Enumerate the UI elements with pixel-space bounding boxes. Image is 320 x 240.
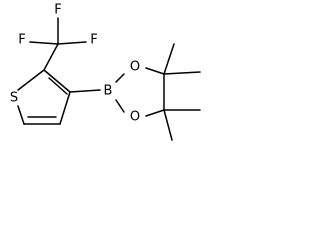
atom-oxygen-bottom: O — [130, 110, 140, 125]
bond-o-bottom-b — [115, 99, 125, 113]
atom-boron: B — [104, 84, 113, 99]
bond-b-o-top — [115, 73, 125, 83]
trifluoromethyl-group — [29, 17, 87, 71]
bond-c3-b — [69, 89, 101, 93]
bond-methyl-2 — [163, 71, 201, 75]
bond-c-o-bottom — [145, 109, 165, 117]
bond-c2-cf3 — [43, 43, 59, 71]
bond-c-f-right — [57, 41, 87, 45]
bond-methyl-4 — [163, 109, 173, 141]
atom-fluorine-left: F — [18, 33, 25, 48]
bond-s-c2 — [17, 69, 45, 91]
atom-fluorine-right: F — [90, 33, 97, 48]
bond-c-f-left — [29, 41, 59, 45]
methyl-groups — [163, 43, 201, 141]
atom-fluorine-top: F — [54, 3, 61, 18]
bond-o-top-c — [145, 67, 165, 75]
bond-c5-s — [17, 105, 25, 125]
bond-c2-c3-inner — [48, 77, 68, 95]
atom-oxygen-top: O — [130, 60, 140, 75]
bond-methyl-1 — [163, 43, 175, 75]
bond-c3-c4 — [59, 91, 71, 125]
bond-c2-c3 — [43, 69, 71, 93]
atom-sulfur: S — [10, 91, 18, 106]
thiophene-ring — [17, 69, 71, 125]
dioxaborolane-ring — [115, 67, 165, 117]
molecule-structure: S B O O F F F — [10, 3, 201, 141]
